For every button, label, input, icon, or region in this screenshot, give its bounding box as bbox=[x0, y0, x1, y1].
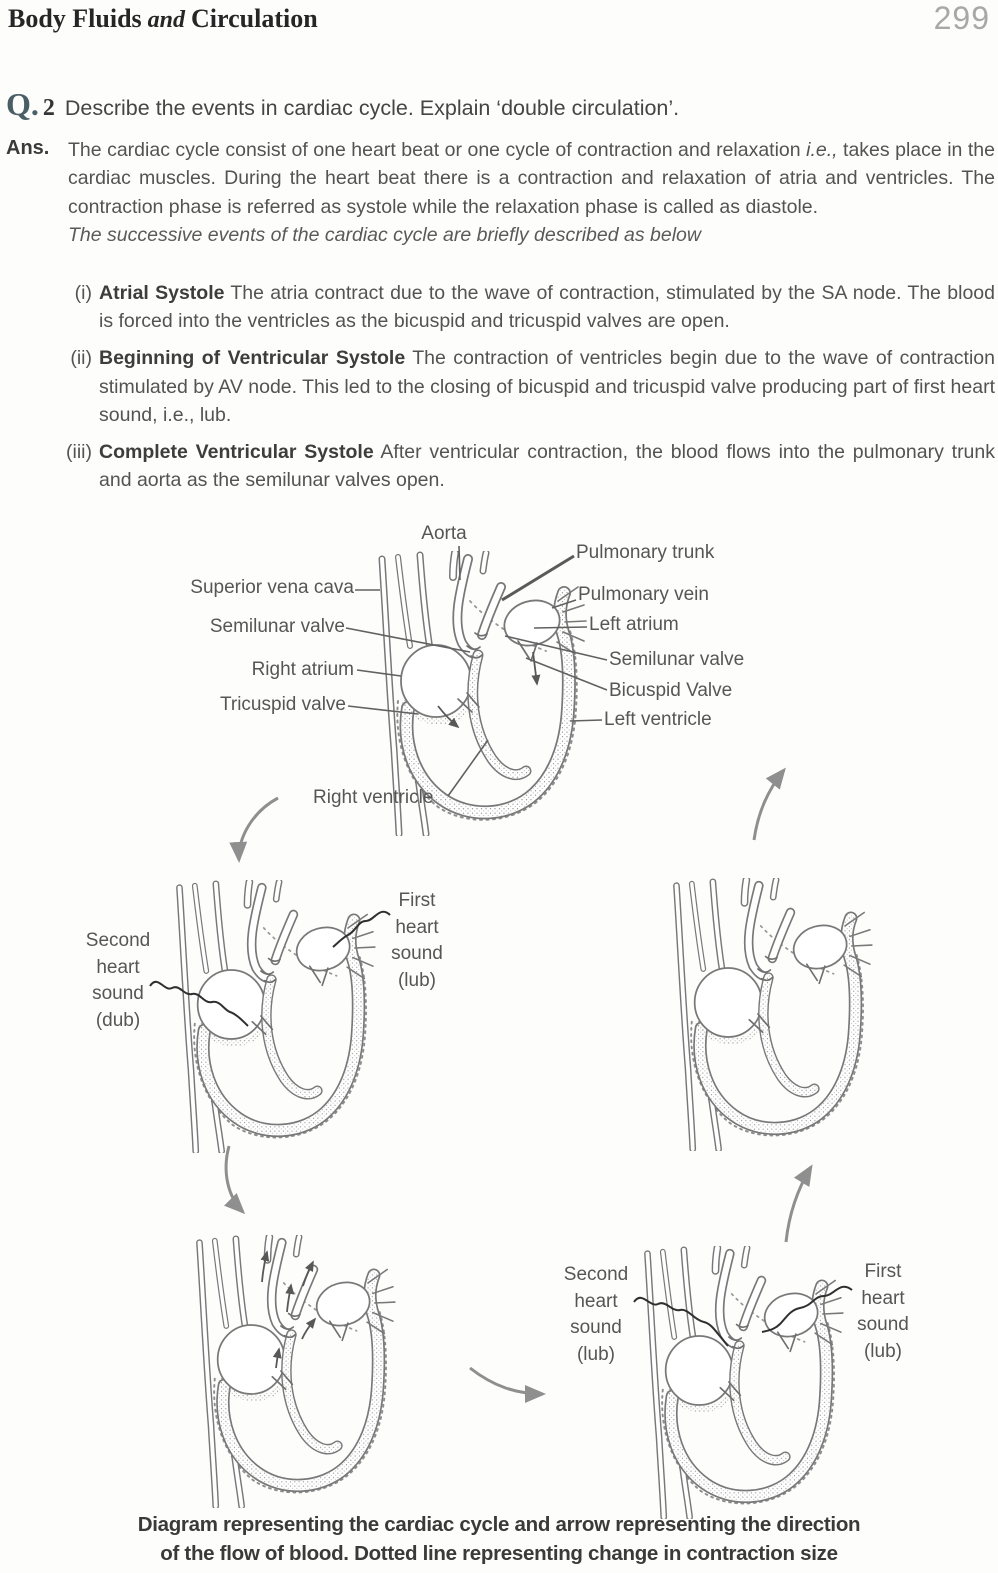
label-semilunar-valve-right: Semilunar valve bbox=[609, 649, 745, 670]
answer-subtitle: The successive events of the cardiac cyc… bbox=[68, 224, 701, 247]
item-marker: (i) bbox=[74, 282, 92, 304]
item-title: Complete Ventricular Systole bbox=[99, 441, 374, 464]
label-right-ventricle: Right ventricle bbox=[313, 787, 434, 808]
item-text: Atrial Systole The atria contract due to… bbox=[99, 279, 995, 336]
label-aorta: Aorta bbox=[421, 523, 467, 544]
figure-caption: Diagram representing the cardiac cycle a… bbox=[59, 1510, 939, 1568]
item-title: Atrial Systole bbox=[99, 282, 225, 304]
label-semilunar-valve-left: Semilunar valve bbox=[209, 616, 345, 637]
label-second-heart-sound-dub: Second heart sound (dub) bbox=[85, 930, 151, 1031]
list-item-atrial-systole: (i) Atrial Systole The atria contract du… bbox=[58, 279, 995, 336]
item-body-after: lub. bbox=[194, 404, 232, 427]
heart-diagram-mid-right bbox=[663, 878, 893, 1151]
arrow-midright-to-top bbox=[752, 767, 786, 841]
item-marker: (ii) bbox=[70, 347, 92, 370]
question-text: Describe the events in cardiac cycle. Ex… bbox=[64, 96, 680, 120]
arrow-bottomright-to-midright bbox=[784, 1164, 813, 1243]
page-header-title: Body Fluids and Circulation bbox=[8, 4, 318, 34]
item-marker: (iii) bbox=[66, 441, 92, 464]
label-pulmonary-trunk: Pulmonary trunk bbox=[576, 542, 715, 563]
item-text: Complete Ventricular Systole After ventr… bbox=[99, 438, 995, 495]
figure-caption-line2: of the flow of blood. Dotted line repres… bbox=[160, 1542, 838, 1565]
figure-caption-line1: Diagram representing the cardiac cycle a… bbox=[137, 1513, 861, 1536]
label-right-atrium: Right atrium bbox=[251, 659, 354, 680]
label-first-heart-sound-lub-bottom: First heart sound (lub) bbox=[857, 1261, 909, 1362]
item-text: Beginning of Ventricular Systole The con… bbox=[99, 344, 995, 429]
label-first-heart-sound-lub-mid: First heart sound (lub) bbox=[391, 890, 443, 991]
label-bicuspid-valve: Bicuspid Valve bbox=[609, 680, 733, 701]
label-pulmonary-vein: Pulmonary vein bbox=[578, 584, 709, 605]
item-body: After ventricular contraction, the blood… bbox=[99, 441, 995, 492]
item-title: Beginning of Ventricular Systole bbox=[99, 347, 406, 370]
arrow-bottomleft-to-bottomright bbox=[469, 1366, 546, 1403]
answer-item-list: (i) Atrial Systole The atria contract du… bbox=[58, 279, 995, 503]
answer-intro-after: takes place in the cardiac muscles. Duri… bbox=[68, 139, 996, 218]
label-second-heart-sound-lub-bottom: Second heart sound (lub) bbox=[563, 1264, 629, 1365]
header-title-part2: and bbox=[141, 7, 192, 33]
label-left-ventricle: Left ventricle bbox=[604, 709, 712, 730]
question-q-label: Q. bbox=[6, 86, 39, 122]
question-number: 2 bbox=[42, 95, 55, 121]
answer-intro-italic: i.e., bbox=[806, 139, 838, 161]
list-item-beginning-ventricular-systole: (ii) Beginning of Ventricular Systole Th… bbox=[58, 344, 995, 429]
header-title-part1: Body Fluids bbox=[8, 4, 142, 33]
label-left-atrium: Left atrium bbox=[589, 614, 679, 635]
heart-diagram-bottom-left bbox=[186, 1235, 416, 1508]
question-line: Q.2 Describe the events in cardiac cycle.… bbox=[6, 86, 986, 123]
item-body: The contraction of ventricles begin due … bbox=[99, 347, 995, 427]
list-item-complete-ventricular-systole: (iii) Complete Ventricular Systole After… bbox=[58, 438, 995, 495]
answer-intro-before: The cardiac cycle consist of one heart b… bbox=[68, 139, 807, 161]
arrow-midleft-to-bottomleft bbox=[223, 1145, 246, 1215]
arrow-top-to-midleft bbox=[229, 796, 279, 863]
label-tricuspid-valve: Tricuspid valve bbox=[219, 694, 346, 715]
page-number: 299 bbox=[933, 0, 990, 36]
answer-paragraph: The cardiac cycle consist of one heart b… bbox=[68, 136, 995, 250]
header-title-part3: Circulation bbox=[191, 4, 318, 33]
item-italic: i.e., bbox=[162, 404, 195, 427]
item-body: The atria contract due to the wave of co… bbox=[99, 282, 995, 333]
answer-label: Ans. bbox=[6, 137, 50, 159]
label-superior-vena-cava: Superior vena cava bbox=[190, 577, 354, 598]
